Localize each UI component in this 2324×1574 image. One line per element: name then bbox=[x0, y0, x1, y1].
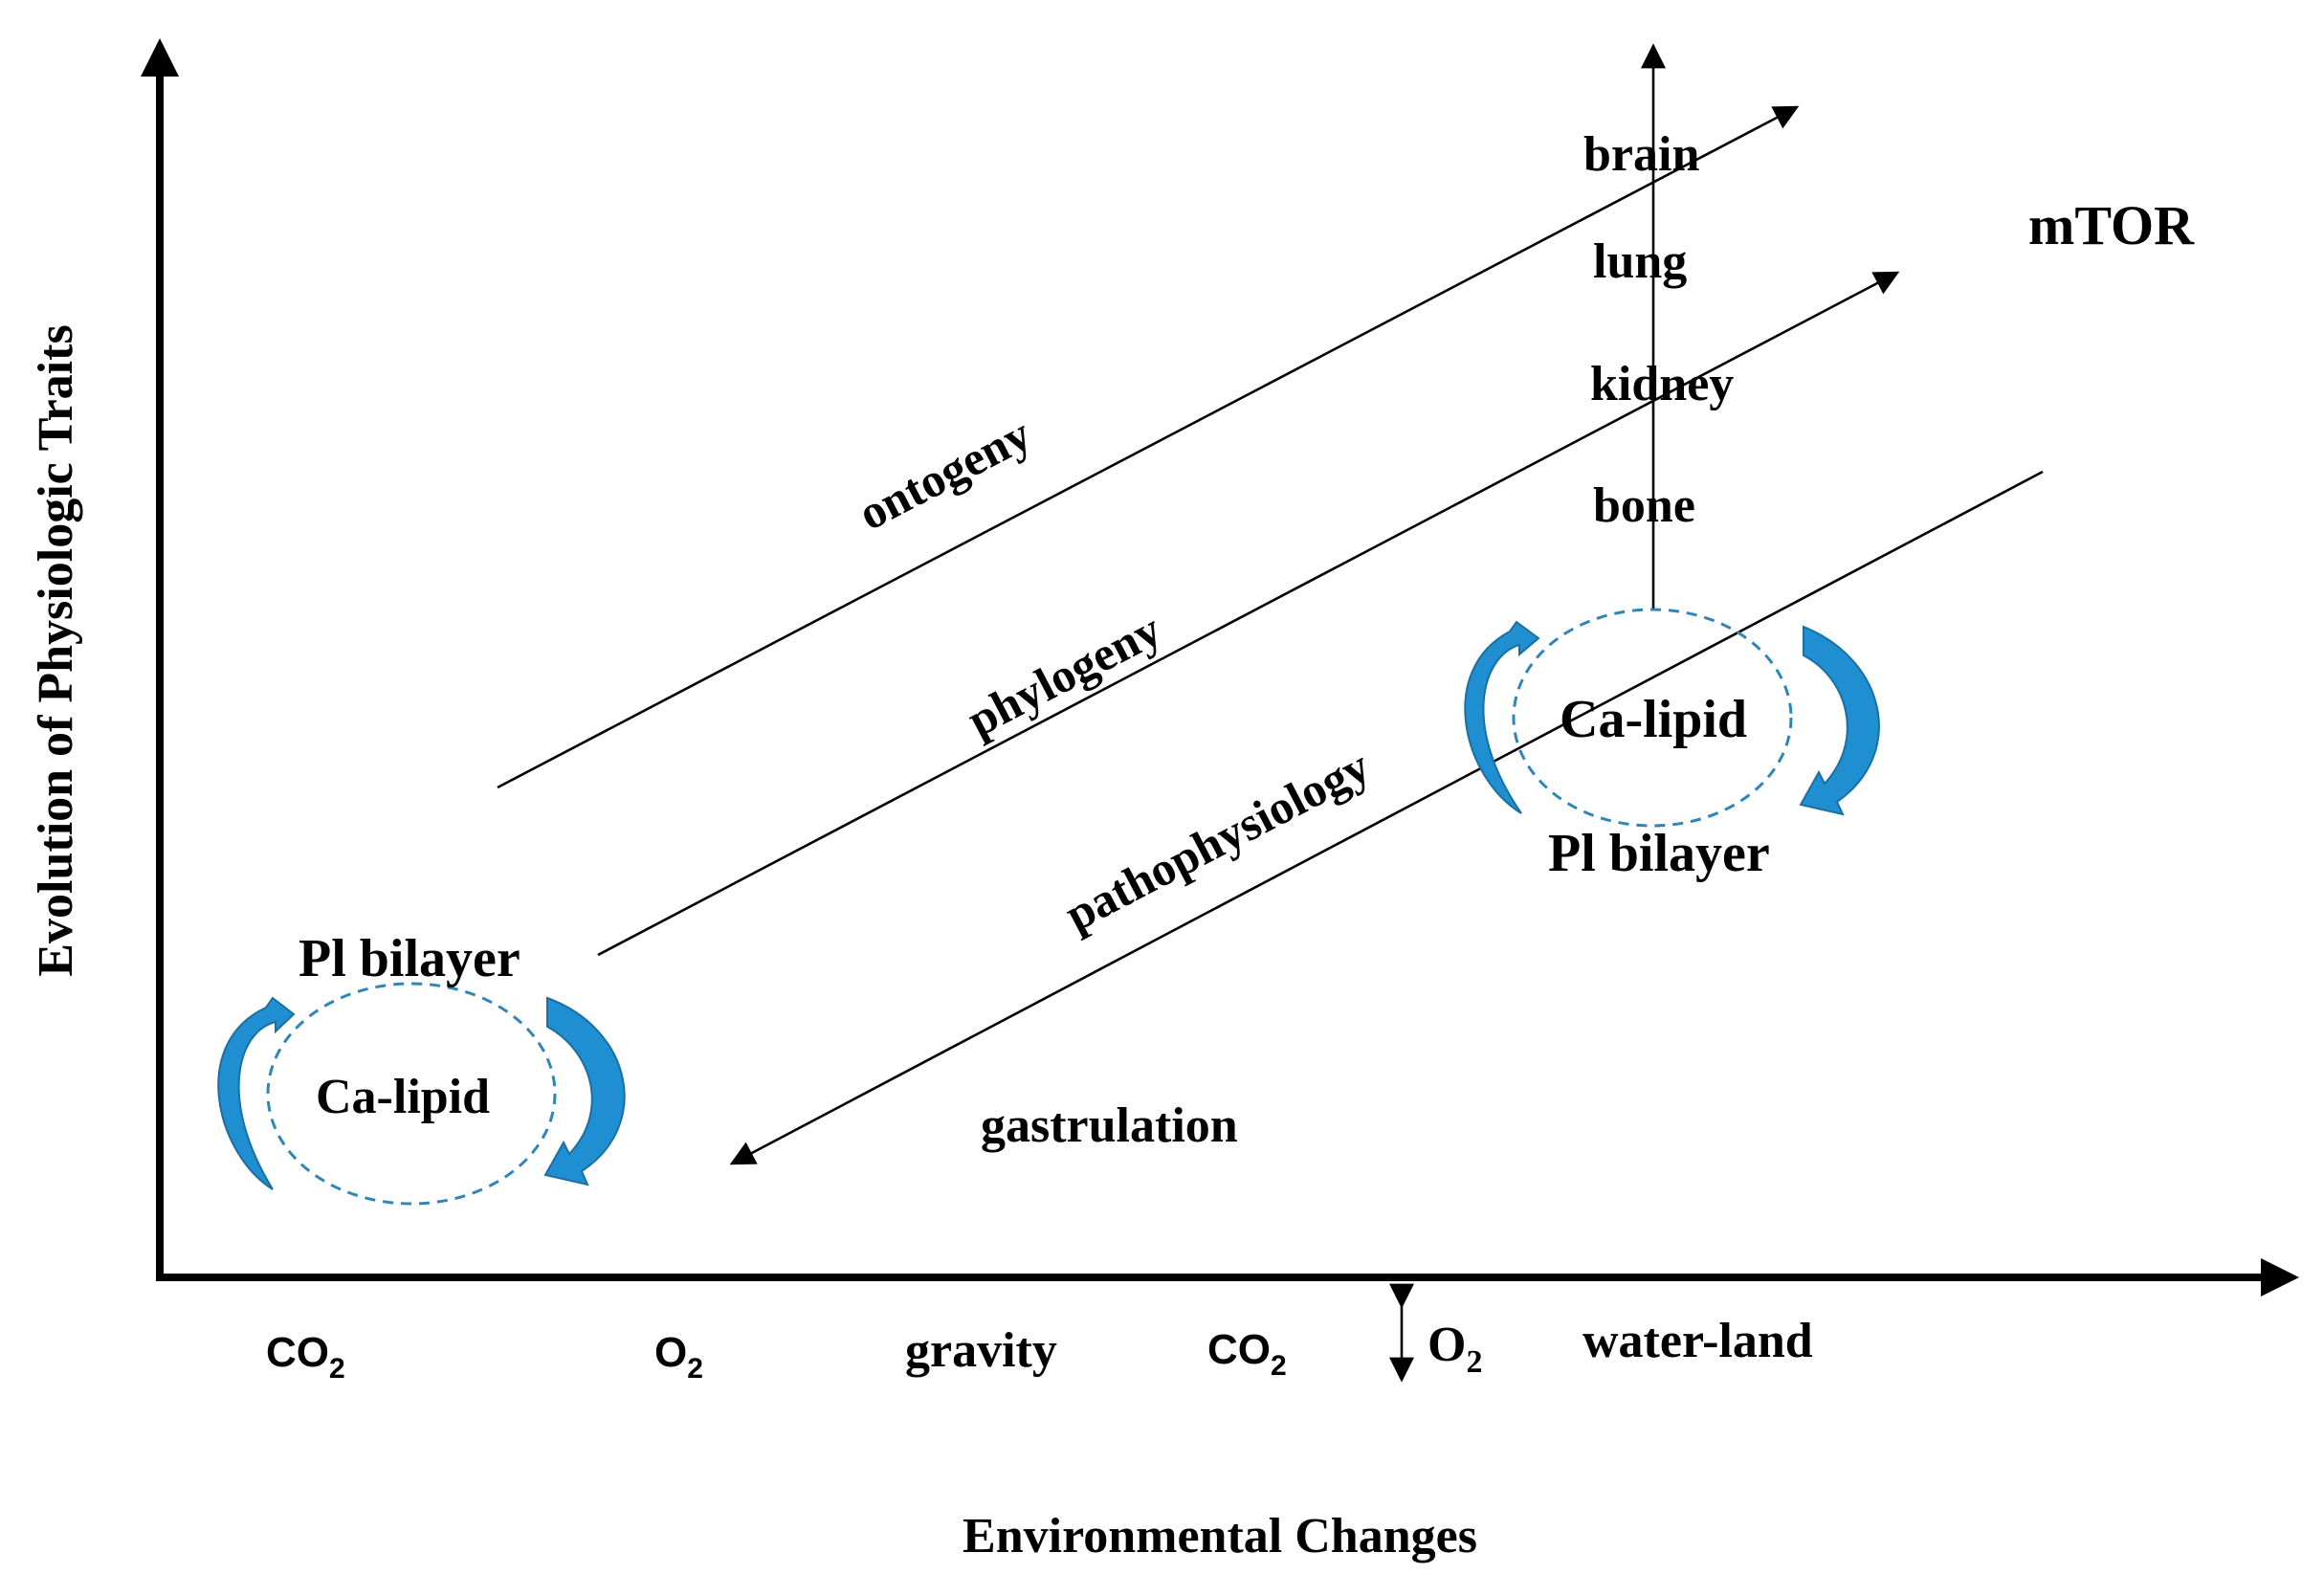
cycle-left: Pl bilayer Ca-lipid bbox=[217, 929, 626, 1206]
phylogeny-label: phylogeny bbox=[959, 602, 1169, 746]
x-tick-co2-first: CO2 bbox=[266, 1329, 345, 1385]
cycle-right-ellipse bbox=[1512, 608, 1793, 828]
pathophysiology-label: pathophysiology bbox=[1056, 739, 1378, 942]
cycle-left-top-label: Pl bilayer bbox=[299, 929, 520, 988]
cycle-left-center-label: Ca-lipid bbox=[316, 1070, 490, 1124]
cycle-left-arrow-right-icon bbox=[543, 996, 626, 1186]
cycle-right-bottom-label: Pl bilayer bbox=[1548, 824, 1770, 883]
ontogeny-label: ontogeny bbox=[850, 407, 1039, 541]
cycle-right-arrow-right-icon bbox=[1799, 625, 1880, 816]
cycle-right-center-label: Ca-lipid bbox=[1560, 690, 1747, 749]
cycle-left-ellipse bbox=[266, 982, 557, 1206]
gastrulation-label: gastrulation bbox=[981, 1098, 1238, 1153]
organ-kidney: kidney bbox=[1590, 357, 1734, 411]
x-tick-o2-first: O2 bbox=[654, 1329, 703, 1385]
ontogeny-arrow bbox=[497, 105, 1800, 789]
cycle-right-arrow-left-icon bbox=[1464, 620, 1540, 814]
x-tick-o2-second: O2 bbox=[1428, 1318, 1482, 1380]
x-tick-gravity: gravity bbox=[905, 1323, 1057, 1378]
mtor-label: mTOR bbox=[2028, 194, 2195, 256]
cycle-right: Ca-lipid Pl bilayer bbox=[1464, 608, 1880, 883]
organ-lung: lung bbox=[1593, 234, 1687, 289]
phylogeny-arrow bbox=[597, 271, 1900, 957]
cycle-left-arrow-left-icon bbox=[217, 996, 296, 1190]
x-axis-label: Environmental Changes bbox=[963, 1509, 1477, 1563]
x-tick-co2-second: CO2 bbox=[1207, 1326, 1287, 1382]
x-tick-water-land: water-land bbox=[1583, 1314, 1813, 1368]
organ-bone: bone bbox=[1593, 478, 1695, 533]
pathophysiology-arrow bbox=[729, 470, 2044, 1165]
organ-brain: brain bbox=[1583, 127, 1699, 182]
y-axis-label: Evolution of Physiologic Traits bbox=[29, 324, 83, 976]
